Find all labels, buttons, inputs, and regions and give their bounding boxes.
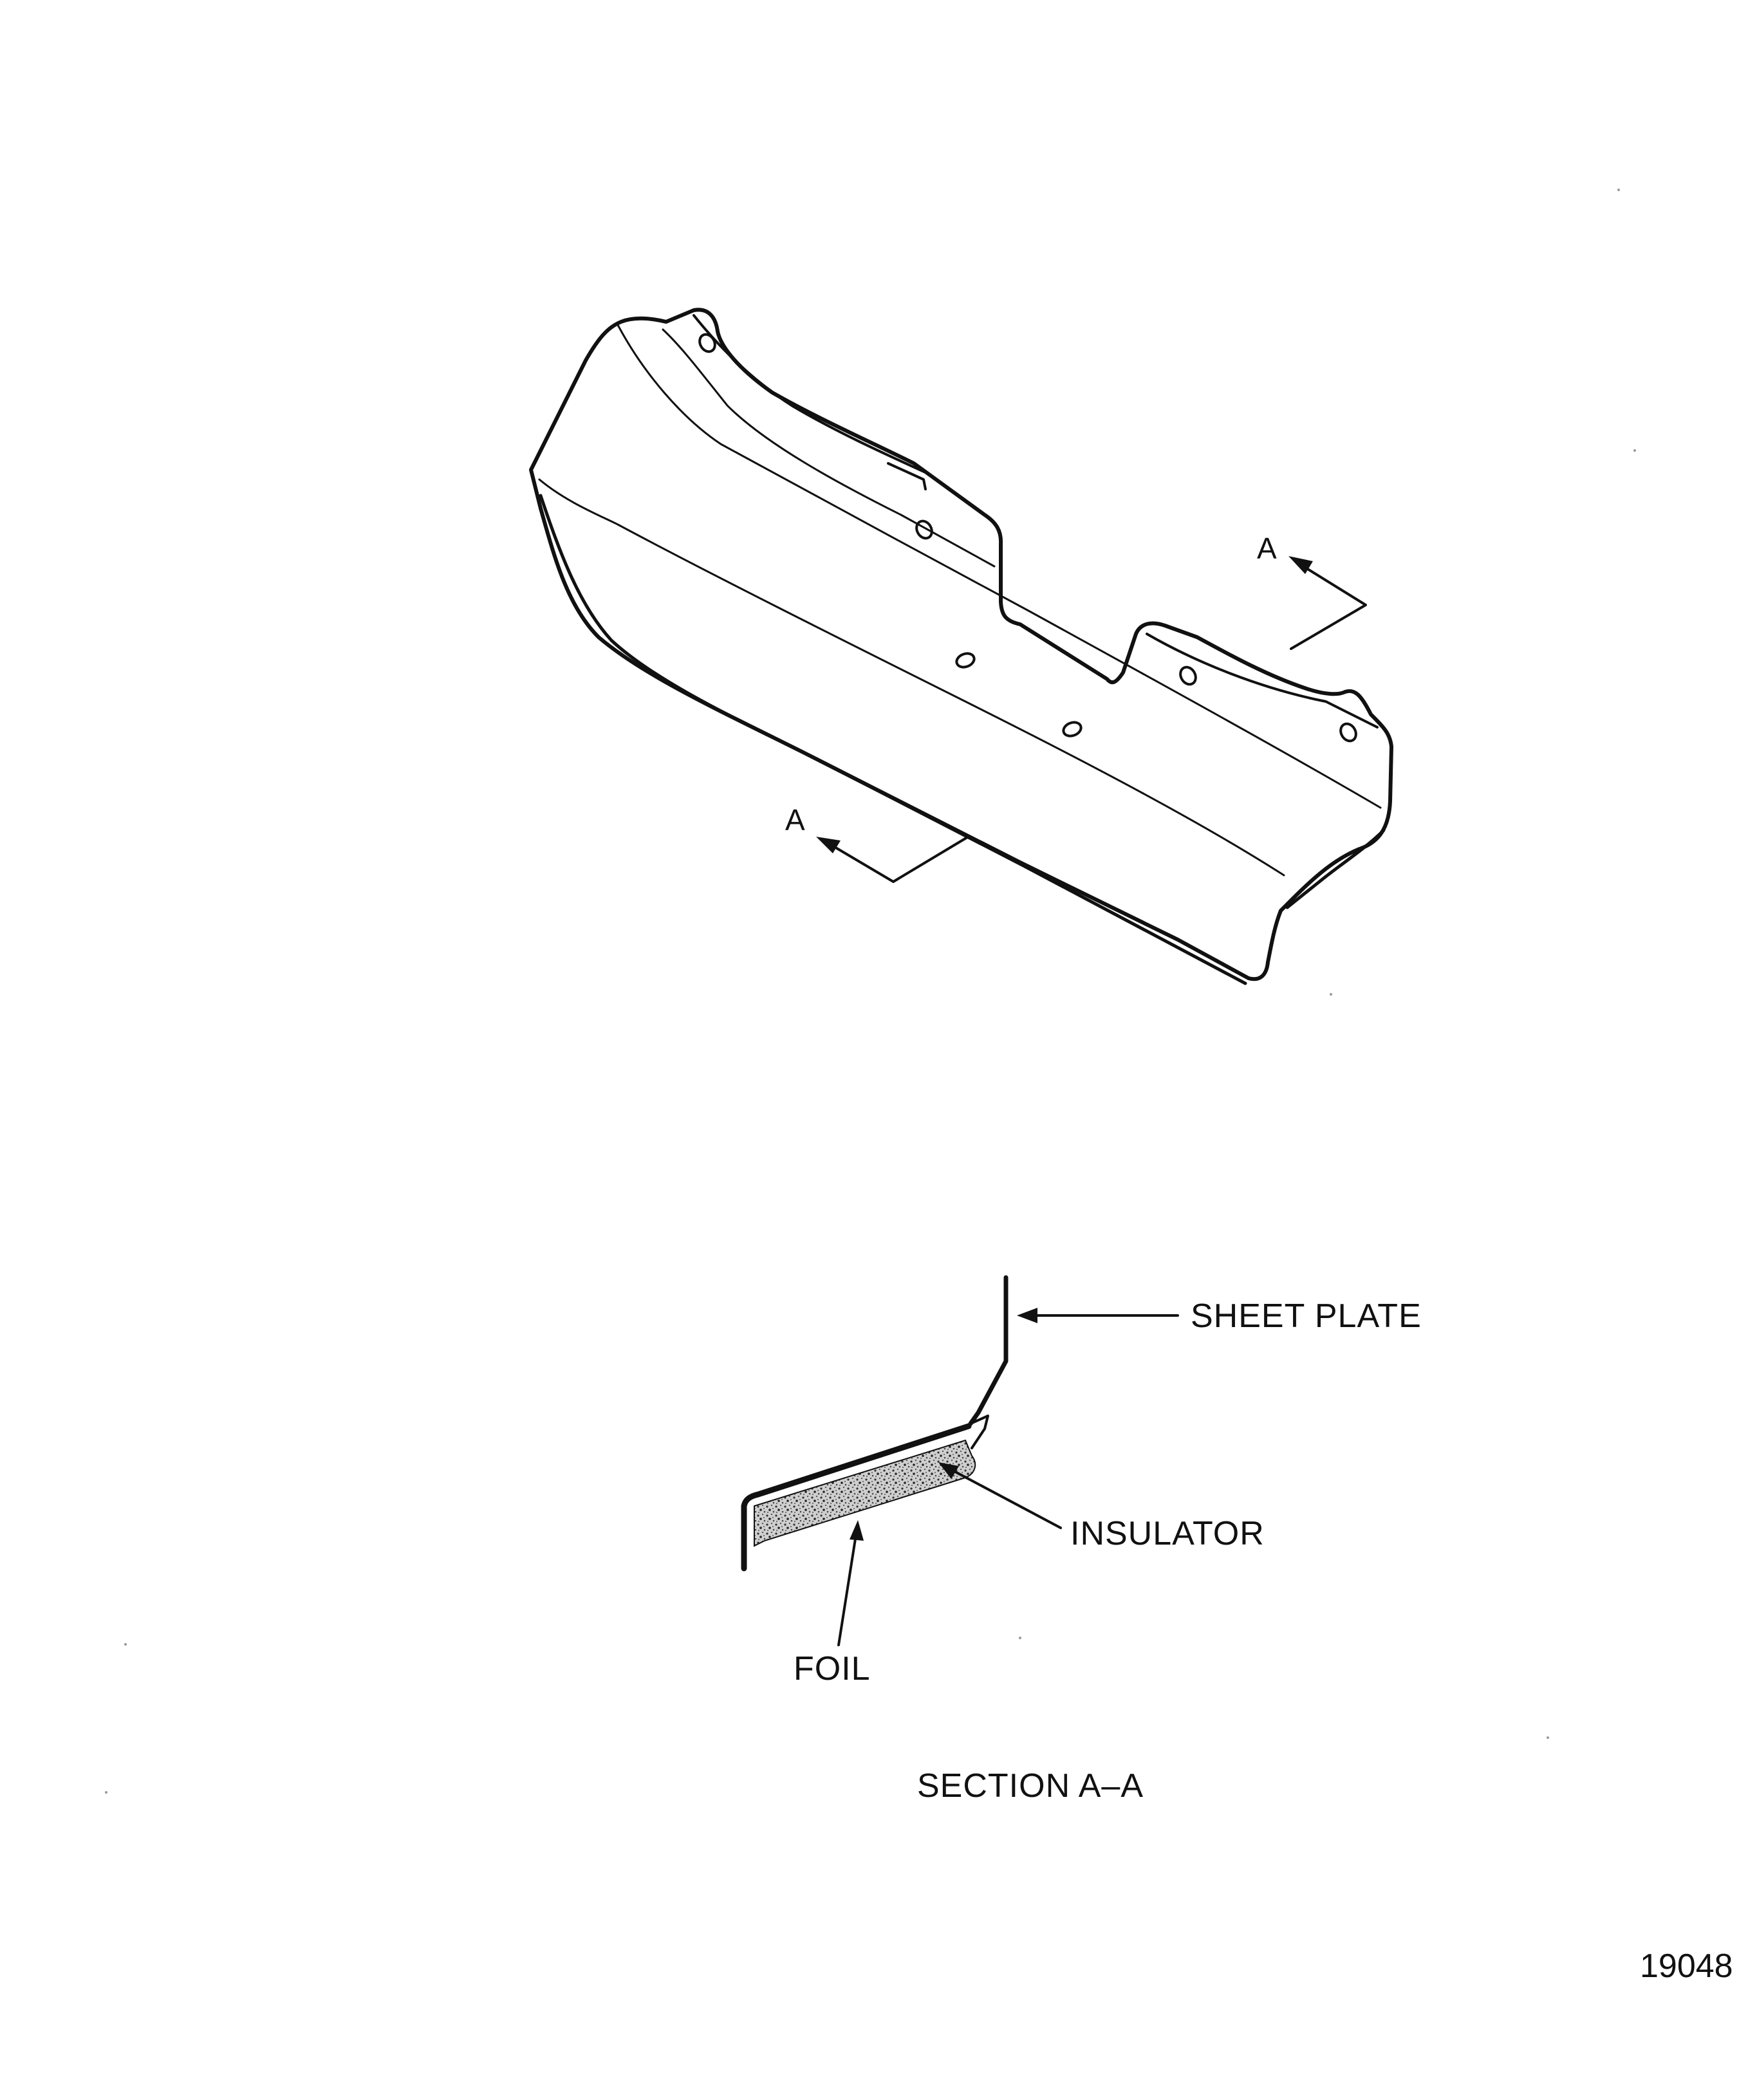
arrowhead [938, 1462, 959, 1479]
shield-flange-edge-right [1146, 633, 1379, 729]
shield-lower-crease [538, 478, 1285, 877]
shield-notch-step [887, 462, 927, 490]
mounting-holes [698, 333, 1357, 743]
mounting-hole [1179, 665, 1197, 686]
scan-specks [105, 189, 1636, 1794]
mounting-hole [1339, 722, 1357, 743]
mounting-hole [915, 519, 933, 540]
figure-number: 19048 [1640, 1947, 1733, 1985]
mounting-hole [955, 652, 976, 669]
arrowhead [1288, 556, 1313, 574]
insulator-layer [754, 1439, 976, 1547]
section-marker-label: A [1257, 532, 1277, 565]
label-sheet-plate: SHEET PLATE [1191, 1297, 1422, 1335]
shield-right-lip [1285, 828, 1386, 909]
sheet-plate-edge [969, 1415, 989, 1449]
label-insulator: INSULATOR [1070, 1515, 1265, 1552]
section-title: SECTION A–A [917, 1767, 1144, 1805]
foil-layer [741, 1423, 972, 1572]
leader-insulator [948, 1467, 1062, 1529]
mounting-hole [698, 333, 716, 353]
arrowhead [816, 837, 841, 853]
shield-crease-line [617, 324, 1382, 809]
label-foil: FOIL [794, 1650, 871, 1687]
mounting-hole [1062, 721, 1083, 738]
section-a-a-view: SHEET PLATE INSULATOR FOIL SECTION A–A [741, 1275, 1422, 1805]
section-marker-label: A [785, 803, 805, 837]
shield-bottom-lip [539, 494, 1247, 985]
arrowhead [1017, 1308, 1037, 1323]
sheet-plate [968, 1275, 1009, 1426]
section-indicator-top: A [1257, 532, 1367, 650]
section-line [832, 836, 969, 883]
arrowhead [850, 1520, 864, 1541]
section-line [1290, 567, 1367, 650]
shield-inner-bend [662, 328, 996, 568]
heat-shield-part [529, 308, 1393, 985]
shield-outline [529, 308, 1393, 981]
leader-foil [837, 1534, 857, 1646]
shield-flange-edge [693, 314, 928, 474]
section-indicator-bottom: A [785, 803, 969, 883]
